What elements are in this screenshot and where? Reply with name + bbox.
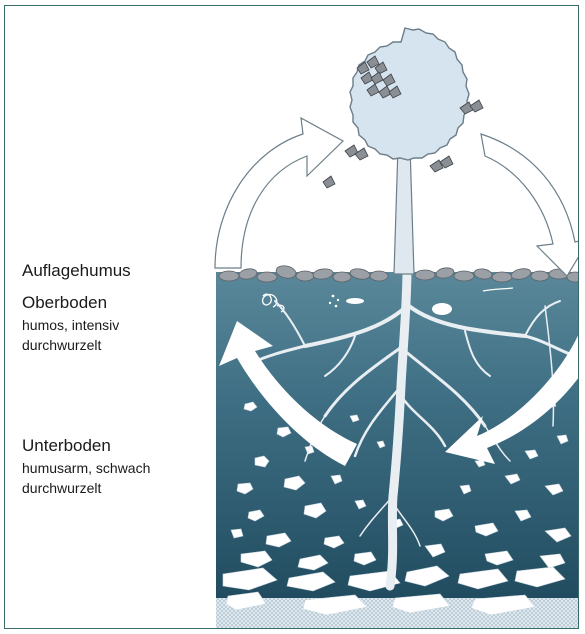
horizon-labels: Auflagehumus Oberboden humos, intensiv d… — [5, 6, 220, 628]
topsoil-pebble — [432, 303, 452, 315]
topsoil-pebble — [346, 298, 364, 304]
litterfall-arrow-right — [481, 134, 579, 276]
label-oberboden: Oberboden — [22, 293, 107, 313]
label-auflagehumus: Auflagehumus — [22, 261, 131, 281]
uptake-arrow-left — [215, 118, 343, 268]
label-unterboden-desc-1: humusarm, schwach — [22, 459, 150, 477]
label-oberboden-desc-2: durchwurzelt — [22, 336, 101, 354]
label-unterboden-desc-2: durchwurzelt — [22, 479, 101, 497]
label-oberboden-desc-1: humos, intensiv — [22, 316, 119, 334]
diagram-frame: Auflagehumus Oberboden humos, intensiv d… — [4, 5, 579, 629]
tree-crown — [350, 28, 469, 160]
tree-trunk — [394, 146, 414, 274]
label-unterboden: Unterboden — [22, 436, 111, 456]
